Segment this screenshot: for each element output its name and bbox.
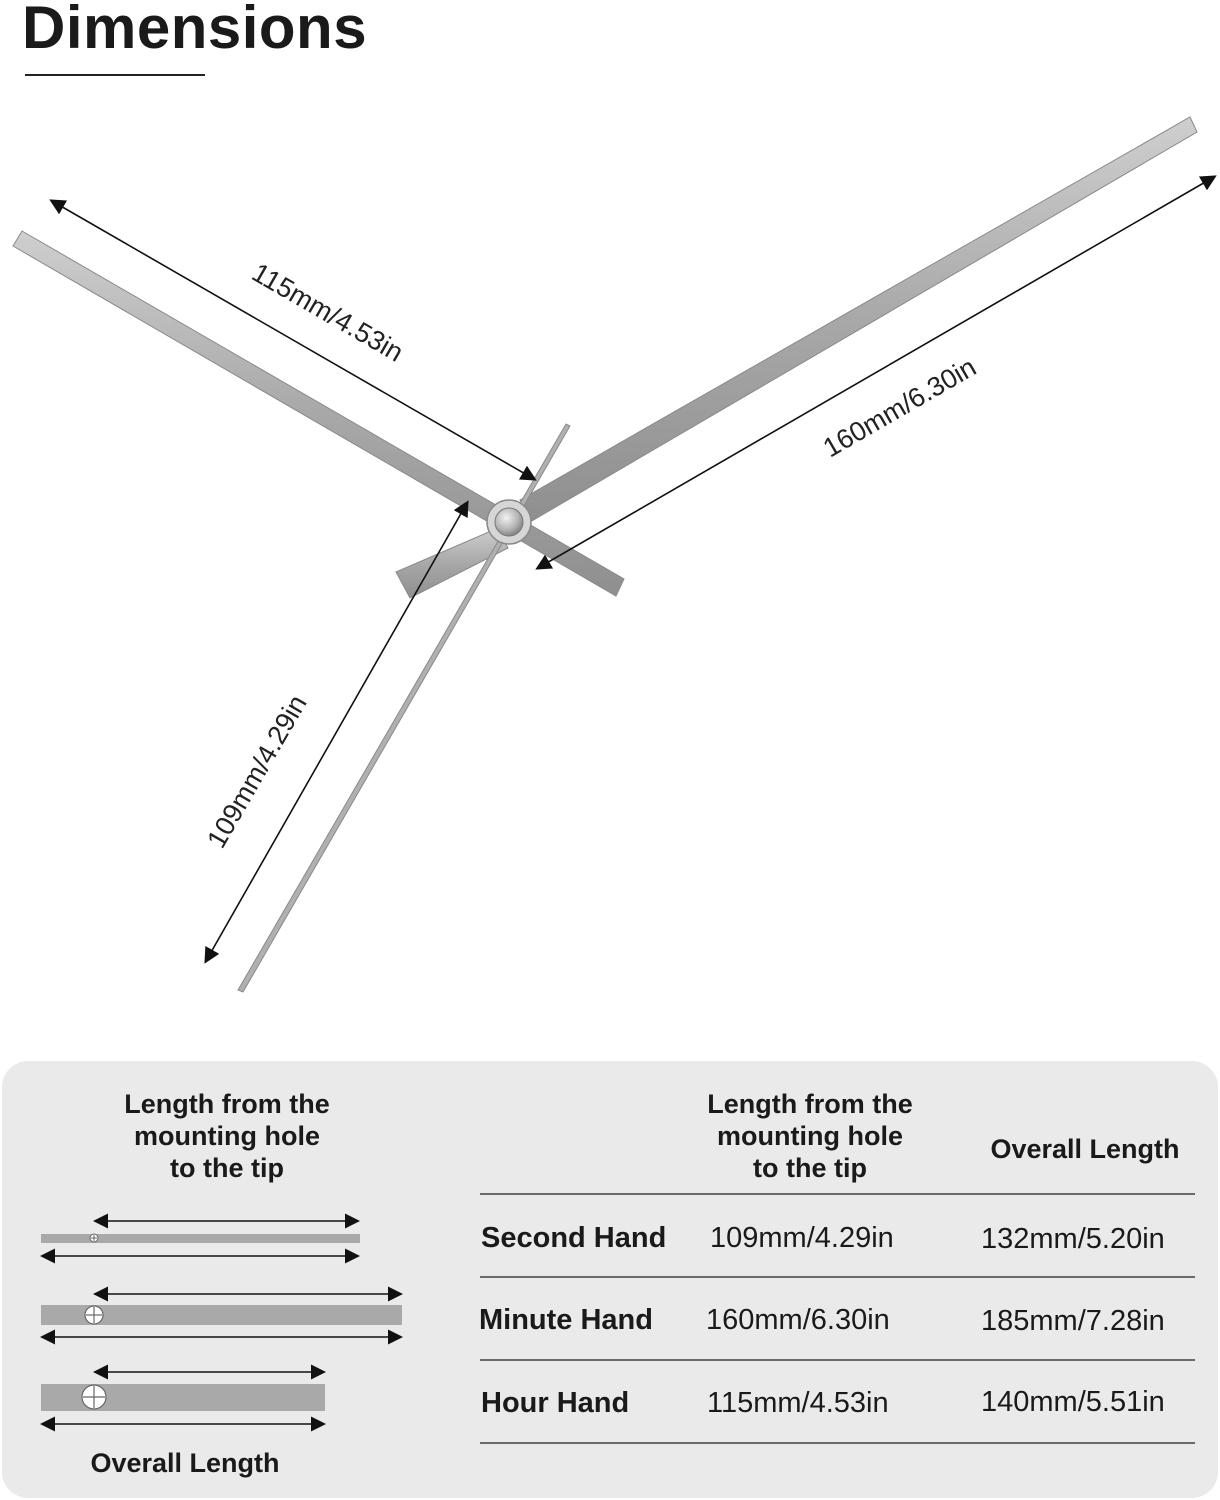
- legend-second-hand: [40, 1213, 360, 1264]
- table-cell-overall-length: 185mm/7.28in: [981, 1305, 1165, 1337]
- second-hand-length-label: 109mm/4.29in: [201, 690, 313, 853]
- legend-overall-length-label: Overall Length: [90, 1448, 280, 1478]
- table-row-name: Hour Hand: [481, 1387, 630, 1419]
- clock-hands-diagram: 115mm/4.53in 160mm/6.30in 109mm/4.29in: [12, 116, 1217, 993]
- table-row-name: Second Hand: [481, 1222, 667, 1254]
- hour-hand: [12, 230, 625, 597]
- column-header-overall-length: Overall Length: [990, 1134, 1180, 1164]
- page-title: Dimensions: [22, 0, 368, 61]
- legend-hour-hand: [40, 1364, 326, 1432]
- table-row-name: Minute Hand: [479, 1304, 653, 1336]
- hour-hand-length-label: 115mm/4.53in: [247, 257, 408, 368]
- title-underline: [25, 74, 205, 76]
- legend-minute-hand: [40, 1286, 403, 1345]
- table-cell-overall-length: 140mm/5.51in: [981, 1386, 1165, 1418]
- second-hand-dimension-arrow: [204, 500, 469, 964]
- table-divider: [480, 1193, 1195, 1195]
- table-cell-overall-length: 132mm/5.20in: [981, 1223, 1165, 1255]
- column-header-tip-length: Length from the mounting hole to the tip: [707, 1089, 913, 1183]
- table-cell-tip-length: 109mm/4.29in: [710, 1222, 894, 1254]
- hour-hand-dimension-arrow: [49, 199, 537, 481]
- table-divider: [480, 1359, 1195, 1361]
- minute-hand: [519, 116, 1198, 523]
- table-cell-tip-length: 115mm/4.53in: [707, 1387, 889, 1419]
- minute-hand-length-label: 160mm/6.30in: [818, 352, 981, 464]
- legend-tip-length-heading: Length from the mounting hole to the tip: [124, 1089, 330, 1183]
- minute-hand-dimension-arrow: [535, 175, 1217, 570]
- table-divider: [480, 1276, 1195, 1278]
- legend-hand-illustrations: [40, 1213, 403, 1432]
- table-divider: [480, 1442, 1195, 1444]
- hub-cap: [494, 507, 524, 537]
- table-cell-tip-length: 160mm/6.30in: [706, 1304, 890, 1336]
